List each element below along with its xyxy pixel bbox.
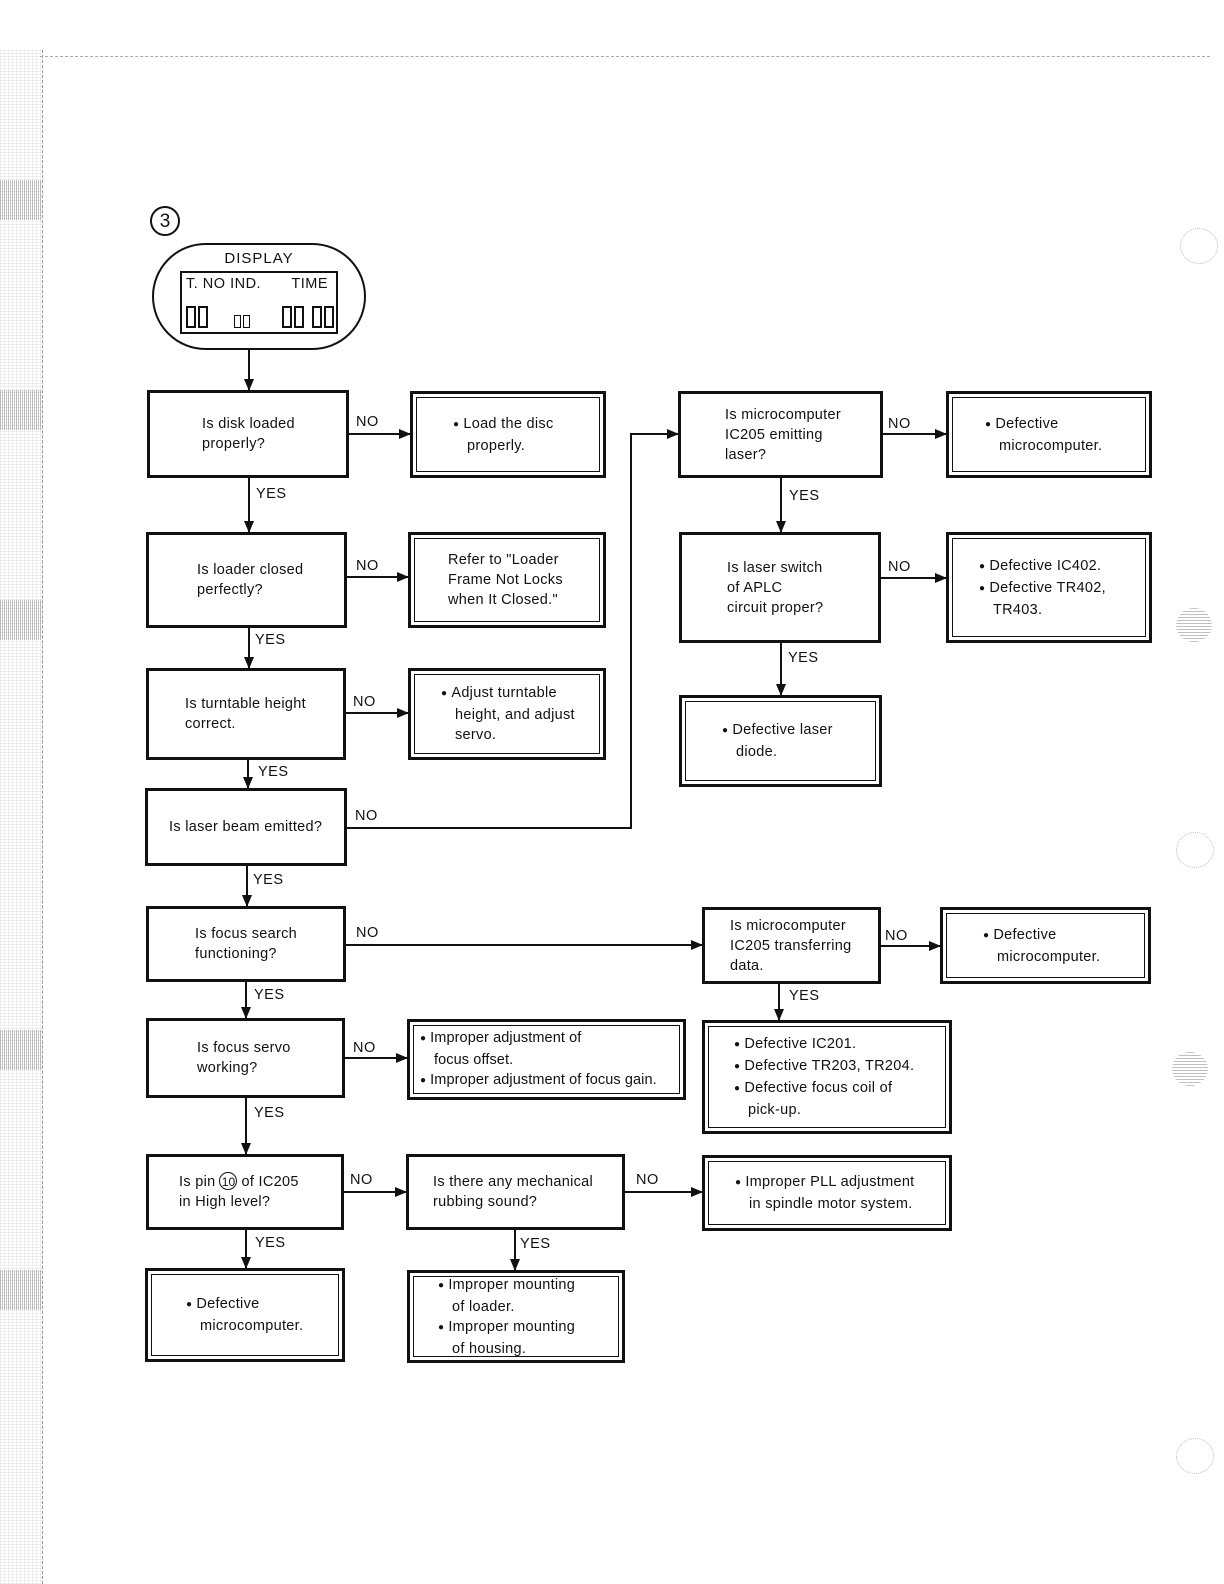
no-label: NO [356,925,379,941]
yes-label: YES [789,988,820,1004]
no-label: NO [350,1172,373,1188]
scan-noise [0,180,42,220]
scan-edge-top [40,56,1210,57]
punch-hole [1176,1438,1214,1474]
display-title: DISPLAY [224,250,294,267]
result-focus-adjustment: Improper adjustment of focus offset. Imp… [407,1019,686,1100]
yes-label: YES [253,872,284,888]
question-loader-closed: Is loader closed perfectly? [146,532,347,628]
no-label: NO [888,559,911,575]
result-defective-laser-diode: Defective laser diode. [679,695,882,787]
question-laser-beam: Is laser beam emitted? [145,788,347,866]
question-focus-search: Is focus search functioning? [146,906,346,982]
no-label: NO [356,414,379,430]
yes-label: YES [520,1236,551,1252]
minute-digits [282,306,304,328]
pin-number-circle: 10 [219,1172,238,1190]
yes-label: YES [788,650,819,666]
punch-hole [1176,832,1214,868]
result-defective-microcomputer-1: Defective microcomputer. [946,391,1152,478]
question-disk-loaded: Is disk loaded properly? [147,390,349,478]
result-defective-microcomputer-3: Defective microcomputer. [145,1268,345,1362]
result-load-disc: Load the disc properly. [410,391,606,478]
result-item: Defective microcomputer. [985,414,1102,456]
scan-noise [0,390,42,430]
yes-label: YES [255,1235,286,1251]
track-number-label: T. NO IND. [186,276,262,292]
result-adjust-turntable: Adjust turntable height, and adjust serv… [408,668,606,760]
result-item: Defective microcomputer. [983,925,1100,967]
yes-label: YES [255,632,286,648]
no-label: NO [885,928,908,944]
second-digits [312,306,334,328]
question-focus-servo: Is focus servo working? [146,1018,345,1098]
result-item: Improper adjustment of focus offset. [420,1028,581,1070]
scan-noise [0,1270,42,1310]
scan-noise [0,600,42,640]
question-turntable-height: Is turntable height correct. [146,668,346,760]
result-item: Defective TR203, TR204. [734,1056,914,1078]
scan-edge-left [0,50,43,1584]
result-item: Defective microcomputer. [186,1294,303,1336]
result-item: Defective IC402. [979,556,1101,578]
no-label: NO [353,1040,376,1056]
result-refer-loader: Refer to "Loader Frame Not Locks when It… [408,532,606,628]
no-label: NO [355,808,378,824]
yes-label: YES [254,987,285,1003]
result-defective-ic402: Defective IC402. Defective TR402, TR403. [946,532,1152,643]
result-item: Defective TR402, TR403. [979,578,1106,620]
yes-label: YES [789,488,820,504]
result-defective-microcomputer-2: Defective microcomputer. [940,907,1151,984]
result-item: Defective IC201. [734,1034,856,1056]
result-item: Improper adjustment of focus gain. [420,1070,657,1092]
question-ic205-transfer: Is microcomputer IC205 transferring data… [702,907,881,984]
question-laser-switch: Is laser switch of APLC circuit proper? [679,532,881,643]
no-label: NO [888,416,911,432]
result-defective-ic201: Defective IC201. Defective TR203, TR204.… [702,1020,952,1134]
result-item: Refer to "Loader Frame Not Locks when It… [448,552,563,608]
punch-hole [1172,1052,1208,1086]
yes-label: YES [258,764,289,780]
result-item: Defective focus coil of pick-up. [734,1078,892,1120]
result-item: Defective laser diode. [722,720,833,762]
no-label: NO [636,1172,659,1188]
question-ic205-laser: Is microcomputer IC205 emitting laser? [678,391,883,478]
punch-hole [1180,228,1218,264]
result-improper-mounting: Improper mounting of loader. Improper mo… [407,1270,625,1363]
punch-hole [1176,608,1212,642]
display-screen: T. NO IND. TIME [180,271,338,334]
scan-noise [0,1030,42,1070]
no-label: NO [353,694,376,710]
section-number: 3 [150,206,180,236]
yes-label: YES [256,486,287,502]
result-item: Improper mounting of loader. [438,1275,575,1317]
result-item: Load the disc properly. [453,414,554,456]
time-label: TIME [291,276,328,292]
display-indicator: DISPLAY T. NO IND. TIME [152,243,366,350]
result-item: Improper PLL adjustment in spindle motor… [735,1172,915,1214]
track-digits [186,306,208,328]
result-item: Adjust turntable height, and adjust serv… [441,683,575,745]
yes-label: YES [254,1105,285,1121]
result-item: Improper mounting of housing. [438,1317,575,1359]
index-digits [234,315,250,328]
question-rubbing-sound: Is there any mechanical rubbing sound? [406,1154,625,1230]
result-pll-adjustment: Improper PLL adjustment in spindle motor… [702,1155,952,1231]
arrow-laser-beam-no [347,429,679,829]
no-label: NO [356,558,379,574]
